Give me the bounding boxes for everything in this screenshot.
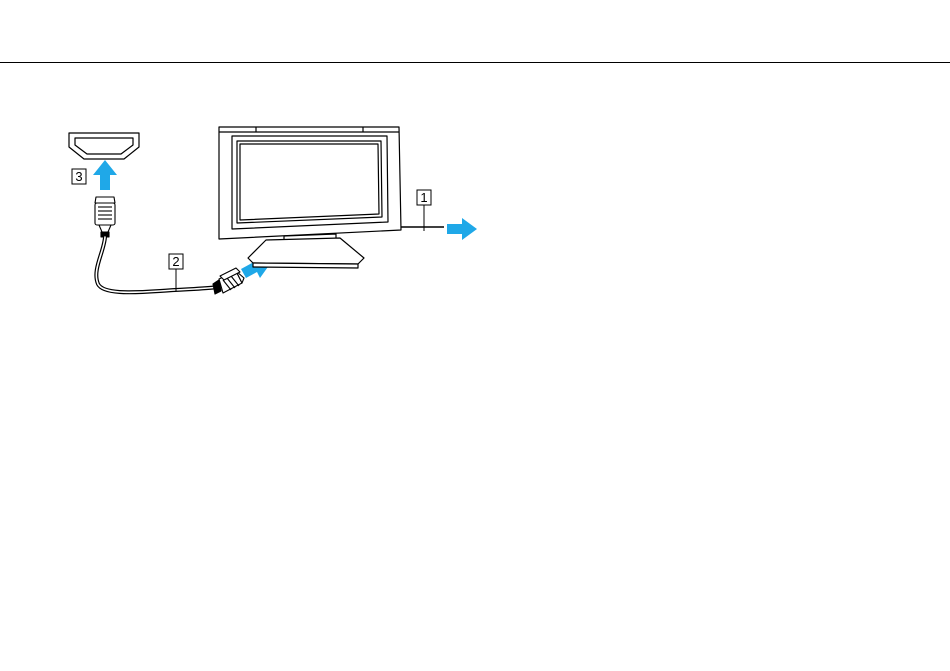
callout-1-label: 1 bbox=[420, 190, 427, 205]
arrow-right-icon bbox=[447, 218, 477, 240]
hdmi-cable bbox=[96, 237, 217, 292]
callout-3: 3 bbox=[72, 169, 86, 184]
hdmi-plug-icon bbox=[95, 197, 115, 237]
callout-2: 2 bbox=[169, 254, 183, 291]
tv-monitor-icon bbox=[219, 127, 401, 268]
callout-3-label: 3 bbox=[75, 169, 82, 184]
tv-output-cable bbox=[401, 205, 444, 231]
arrow-up-icon bbox=[93, 160, 117, 190]
callout-1: 1 bbox=[417, 190, 431, 205]
hdmi-port-icon bbox=[69, 133, 139, 159]
hdmi-plug-tv-end-icon bbox=[213, 268, 244, 294]
callout-2-label: 2 bbox=[172, 254, 179, 269]
